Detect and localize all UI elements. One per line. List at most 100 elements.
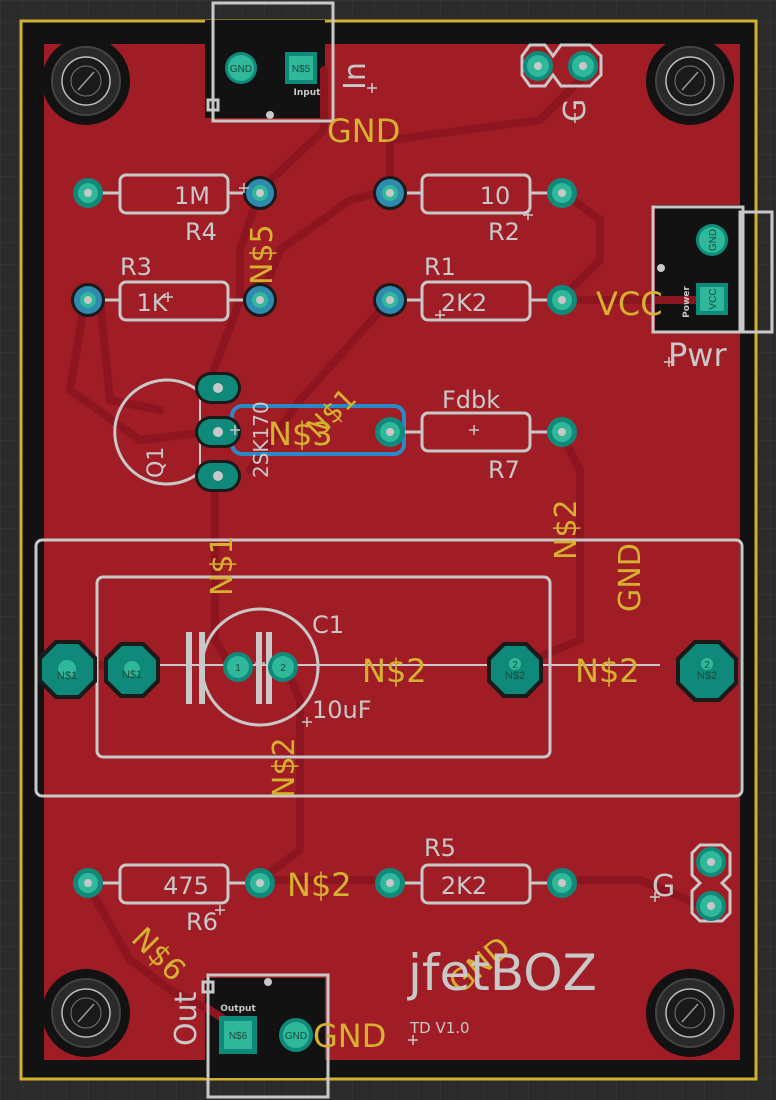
resistor-r5: 2K2 R5: [375, 834, 577, 905]
resistor-r6: 475 R6: [73, 863, 275, 936]
r3-value: 1K: [136, 289, 168, 317]
net-gnd-bottom: GND: [313, 1017, 386, 1055]
input-pad-gnd: GND: [225, 52, 257, 84]
r4-pad-right: [243, 176, 277, 210]
r3-pad-right: [243, 283, 277, 317]
output-connector: Output N$6 GND Out: [169, 973, 330, 1099]
board-title: jfetBOZ: [407, 944, 597, 1002]
c1-ref: C1: [312, 611, 344, 639]
pad-n2-inner-label: N$2: [505, 670, 525, 682]
r4-ref: R4: [185, 218, 217, 246]
mounting-hole-bottom-right: [646, 969, 734, 1057]
r3-ref: R3: [120, 253, 152, 281]
power-pad-vcc-label: VCC: [708, 288, 719, 309]
r1-ref: R1: [424, 253, 456, 281]
net-n2-right: N$2: [575, 652, 640, 690]
r7-value: Fdbk: [442, 386, 500, 414]
board-version: TD V1.0: [409, 1019, 470, 1037]
mounting-hole-bottom-left: [42, 969, 130, 1057]
g-header-top: G: [520, 43, 603, 122]
r7-pad-left: [375, 417, 405, 447]
mounting-holes: [42, 37, 734, 1057]
r5-pad-right: [547, 868, 577, 898]
origin-markers: [163, 83, 674, 1045]
mounting-hole-top-left: [42, 37, 130, 125]
c1-value: 10uF: [312, 696, 372, 724]
c1-pad-2-label: 2: [280, 663, 286, 674]
resistor-r3: 1K R3: [71, 253, 277, 322]
net-n1-vertical: N$1: [205, 535, 240, 596]
g-header-right: G: [652, 843, 732, 923]
power-name: Pwr: [668, 336, 727, 374]
net-n2-vertical-left: N$2: [267, 737, 302, 798]
pad-n2-outer-label: N$2: [697, 670, 717, 682]
input-connector: GND N$5 Input In: [206, 1, 373, 123]
input-pad-gnd-label: GND: [230, 64, 252, 75]
output-title: Output: [220, 1004, 256, 1014]
q1-pad-top: [195, 372, 241, 404]
net-vcc: VCC: [596, 285, 663, 323]
input-name: In: [338, 62, 373, 90]
c1-pad-1: 1: [223, 652, 253, 682]
r6-ref: R6: [186, 908, 218, 936]
output-pad-signal-label: N$6: [229, 1031, 248, 1042]
net-gnd-vertical-right: GND: [613, 543, 648, 612]
pad-n1-inner: N$1: [104, 642, 160, 698]
r5-value: 2K2: [441, 872, 487, 900]
traces: [61, 56, 704, 1034]
input-pad-signal-label: N$5: [292, 64, 311, 75]
net-n3: N$3: [268, 415, 333, 453]
power-pad-gnd-label: GND: [708, 229, 719, 251]
r6-value: 475: [163, 872, 209, 900]
input-title: Input: [294, 88, 322, 98]
r1-value: 2K2: [441, 289, 487, 317]
mounting-hole-top-right: [646, 37, 734, 125]
net-n2-vertical-right: N$2: [549, 499, 584, 560]
resistor-r4: 1M R4: [73, 173, 277, 246]
capacitor-c1: 1 2 C1 10uF: [186, 607, 372, 727]
net-n5: N$5: [245, 224, 280, 285]
r2-pad-left: [373, 176, 407, 210]
r3-pad-left: [71, 283, 105, 317]
r6-pad-left: [73, 868, 103, 898]
output-pad-gnd-label: GND: [285, 1031, 307, 1042]
pad-n1-outer-label: N$1: [57, 670, 77, 682]
net-n2-bottom: N$2: [287, 866, 352, 904]
r7-ref: R7: [488, 456, 520, 484]
enclosure-outline: [34, 538, 744, 798]
q1-pad-mid: [195, 416, 241, 448]
power-connector: GND VCC Power Pwr: [651, 205, 774, 374]
r6-pad-right: [245, 868, 275, 898]
q1-pad-bottom: [195, 460, 241, 492]
r5-ref: R5: [424, 834, 456, 862]
r2-ref: R2: [488, 218, 520, 246]
pad-n2-outer-number: 2: [704, 660, 710, 671]
net-n2-mid: N$2: [362, 652, 427, 690]
pad-n2-inner-number: 2: [512, 660, 518, 671]
q1-ref: Q1: [144, 447, 169, 478]
power-title: Power: [682, 286, 692, 318]
r2-pad-right: [547, 178, 577, 208]
pad-n2-outer: 2 N$2: [676, 640, 738, 702]
r4-pad-left: [73, 178, 103, 208]
output-pad-signal: N$6: [219, 1016, 257, 1054]
c1-pad-1-label: 1: [235, 663, 241, 674]
pad-n1-inner-label: N$1: [122, 669, 142, 681]
r1-pad-right: [547, 285, 577, 315]
pad-n1-outer: N$1: [38, 640, 97, 699]
r2-value: 10: [480, 182, 511, 210]
g-right-label: G: [652, 869, 675, 904]
resistor-r7: Fdbk R7: [375, 386, 577, 484]
power-pad-vcc: VCC: [696, 283, 728, 315]
input-pad-signal: N$5: [285, 52, 317, 84]
output-pad-gnd: GND: [279, 1018, 313, 1052]
output-name: Out: [169, 991, 204, 1046]
power-pad-gnd: GND: [696, 224, 728, 256]
r5-pad-left: [375, 868, 405, 898]
q1-value: 2SK170: [249, 401, 273, 478]
r1-pad-left: [373, 283, 407, 317]
r4-value: 1M: [174, 182, 210, 210]
r7-pad-right: [547, 417, 577, 447]
resistor-r2: 10 R2: [373, 173, 577, 246]
